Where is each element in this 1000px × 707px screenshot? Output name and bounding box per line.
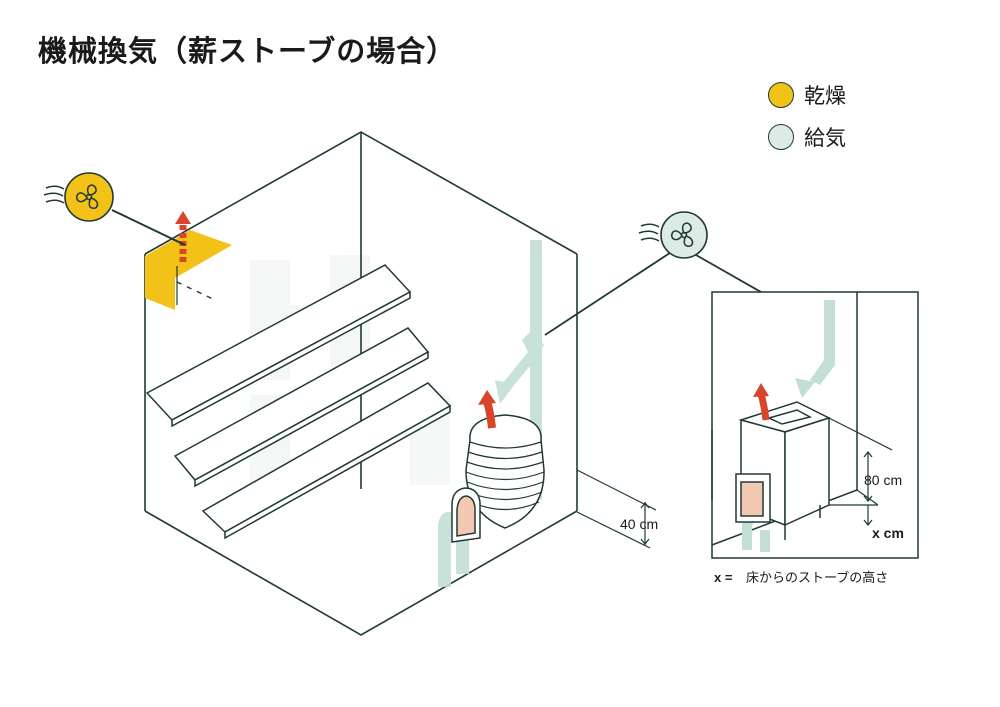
exhaust-fan [43,172,186,246]
detail-stove-exhaust-arrow [753,383,770,421]
footnote-variable: x = [714,570,733,585]
measure-detail [828,417,893,526]
exhaust-vent-area [145,230,232,310]
measure-main-stove [576,469,657,549]
exhaust-arrow [175,211,191,262]
fan-icon [670,222,694,248]
legend-swatch-dry [768,82,794,108]
fan-icon [75,184,99,210]
measure-label-xcm: x cm [872,525,904,541]
legend: 乾燥 給気 [768,80,846,164]
stove-exhaust-arrow [478,390,496,429]
legend-label-dry: 乾燥 [804,84,846,108]
supply-fan [544,211,811,336]
measure-label-40cm: 40 cm [620,516,658,532]
footnote-text: 床からのストーブの高さ [746,570,888,585]
legend-item-dry: 乾燥 [768,80,846,110]
measure-label-80cm: 80 cm [864,472,902,488]
legend-item-supply: 給気 [768,122,846,152]
legend-swatch-supply [768,124,794,150]
sauna-benches [145,264,452,540]
page-title: 機械換気（薪ストーブの場合） [38,34,457,68]
legend-label-supply: 給気 [804,126,846,150]
wood-stove [451,414,545,543]
